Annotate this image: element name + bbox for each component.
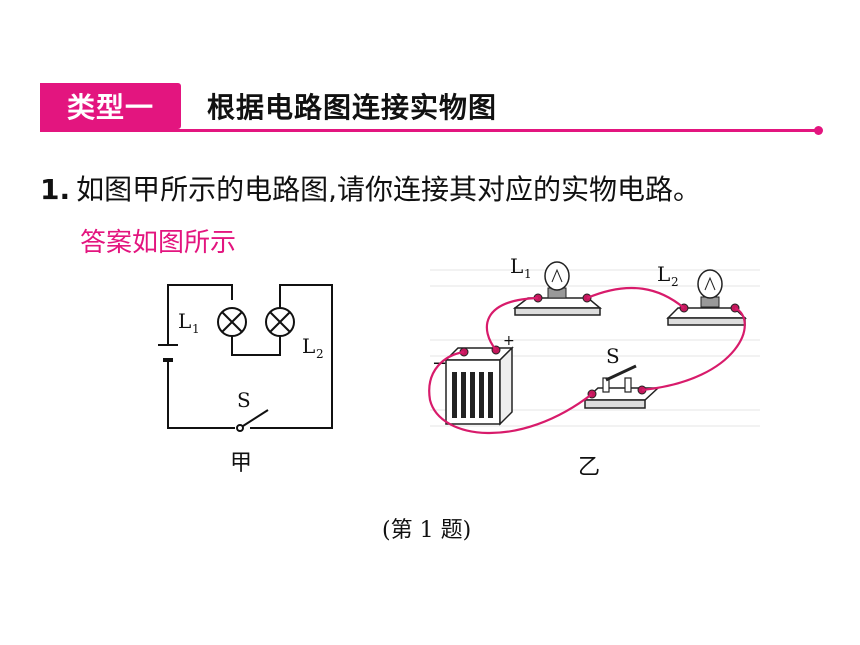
device-l1-subscript: 1 <box>524 267 532 281</box>
answer-text: 答案如图所示 <box>80 228 237 258</box>
wire-l2-to-switch <box>641 307 746 392</box>
wire-battery-to-l1 <box>485 296 539 351</box>
lamp-l1-subscript: 1 <box>192 322 200 336</box>
figure-caption: (第 1 题) <box>382 518 472 543</box>
circuit-diagram <box>158 284 333 432</box>
switch-label: S <box>237 388 251 412</box>
question-text: 如图甲所示的电路图,请你连接其对应的实物电路。 <box>76 173 702 206</box>
lamp-l1-device <box>512 261 603 316</box>
section-title: 根据电路图连接实物图 <box>207 91 498 124</box>
question-1: 1.如图甲所示的电路图,请你连接其对应的实物电路。 <box>40 168 701 208</box>
device-switch-label: S <box>606 344 620 368</box>
lamp-l2-label: L <box>302 334 315 358</box>
section-badge: 类型一 <box>40 83 181 129</box>
header-divider-dot <box>814 126 823 135</box>
connecting-wires <box>428 286 746 435</box>
device-l2-subscript: 2 <box>671 275 679 289</box>
physical-circuit: − + <box>428 261 760 435</box>
device-l1-label: L <box>510 254 523 278</box>
lamp-l1-label: L <box>178 309 191 333</box>
figure-right-label: 乙 <box>578 455 600 480</box>
wire-switch-to-battery <box>428 350 593 435</box>
device-l2-label: L <box>657 262 670 286</box>
figure-left-label: 甲 <box>230 451 252 476</box>
header-divider <box>40 129 816 132</box>
lamp-l1-symbol <box>217 307 247 337</box>
lamp-l2-symbol <box>265 307 295 337</box>
battery-plus-label: + <box>503 333 515 349</box>
switch-symbol <box>236 409 269 432</box>
lamp-l2-device <box>666 269 747 326</box>
battery-device <box>444 345 514 426</box>
question-number: 1. <box>40 173 71 206</box>
switch-device <box>583 364 660 409</box>
wire-l1-to-l2 <box>586 286 685 309</box>
lamp-l2-subscript: 2 <box>316 347 324 361</box>
